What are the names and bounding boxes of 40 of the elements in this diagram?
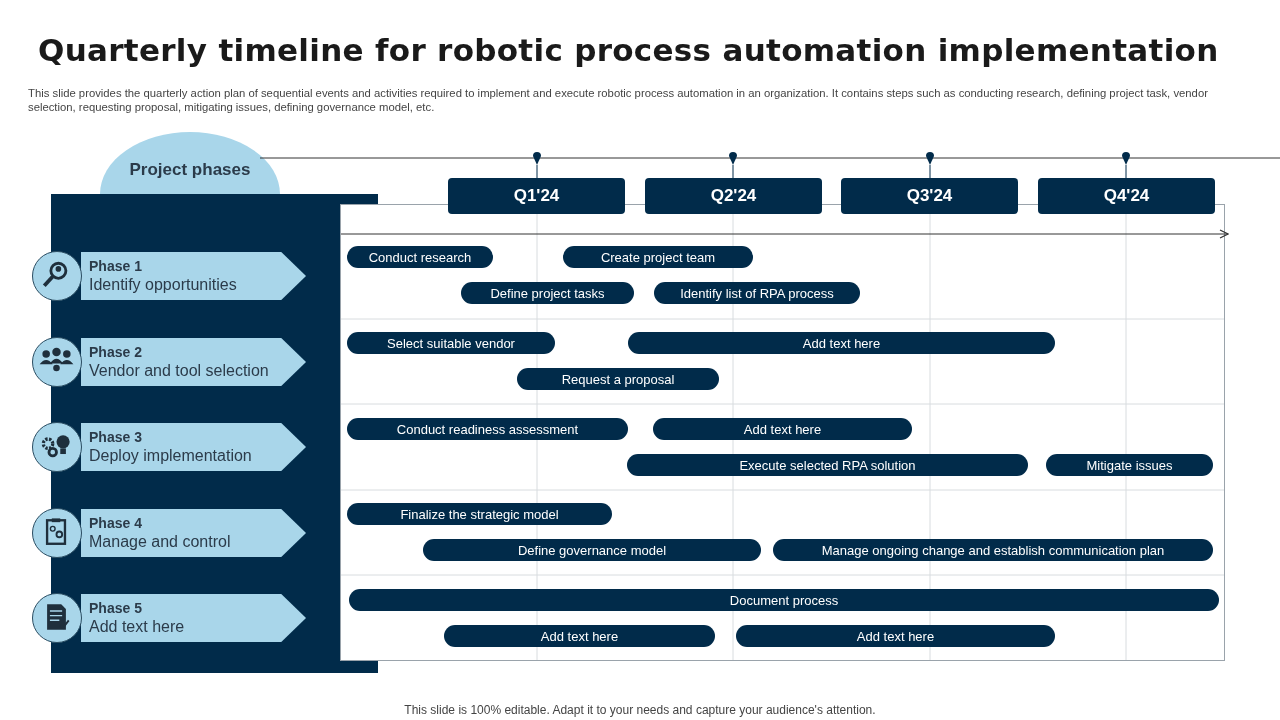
phase-name: Vendor and tool selection bbox=[89, 362, 269, 380]
header-label: Project phases bbox=[128, 160, 252, 180]
task-bar: Create project team bbox=[563, 246, 753, 268]
task-bar: Document process bbox=[349, 589, 1219, 611]
phase-banner bbox=[81, 423, 306, 471]
task-bar: Add text here bbox=[736, 625, 1055, 647]
quarter-label: Q1'24 bbox=[448, 178, 625, 214]
footer-note: This slide is 100% editable. Adapt it to your needs and capture your audience's attention. bbox=[403, 703, 877, 717]
task-bar: Identify list of RPA process bbox=[654, 282, 860, 304]
phase-number: Phase 2 bbox=[89, 344, 142, 360]
phase-name: Add text here bbox=[89, 618, 185, 636]
task-bar: Add text here bbox=[653, 418, 912, 440]
task-bar: Add text here bbox=[628, 332, 1055, 354]
title: Quarterly timeline for robotic process automation implementation bbox=[38, 32, 1219, 68]
phase-banner bbox=[81, 509, 306, 557]
task-bar: Select suitable vendor bbox=[347, 332, 555, 354]
phase-banner bbox=[81, 252, 306, 300]
phase-number: Phase 4 bbox=[89, 515, 142, 531]
quarter-label: Q3'24 bbox=[841, 178, 1018, 214]
phase-number: Phase 1 bbox=[89, 258, 142, 274]
task-bar: Request a proposal bbox=[517, 368, 719, 390]
quarter-label: Q2'24 bbox=[645, 178, 822, 214]
task-bar: Execute selected RPA solution bbox=[627, 454, 1028, 476]
phase-number: Phase 5 bbox=[89, 600, 142, 616]
phase-banner bbox=[81, 594, 306, 642]
task-bar: Conduct readiness assessment bbox=[347, 418, 628, 440]
phase-name: Identify opportunities bbox=[89, 276, 237, 294]
task-bar: Define project tasks bbox=[461, 282, 634, 304]
task-bar: Define governance model bbox=[423, 539, 761, 561]
task-bar: Manage ongoing change and establish communication plan bbox=[773, 539, 1213, 561]
phase-name: Manage and control bbox=[89, 533, 231, 551]
phase-number: Phase 3 bbox=[89, 429, 142, 445]
phase-name: Deploy implementation bbox=[89, 447, 252, 465]
quarter-label: Q4'24 bbox=[1038, 178, 1215, 214]
description-text: This slide provides the quarterly action plan of sequential events and activities required to implement and execute robotic process automation in an organization. It contains steps such as conducting research, defining project task, vendor selection, requesting proposal, mitigating issues, defining governance model, etc. bbox=[28, 86, 1209, 114]
task-bar: Finalize the strategic model bbox=[347, 503, 612, 525]
task-bar: Add text here bbox=[444, 625, 715, 647]
phase-banner bbox=[81, 338, 306, 386]
task-bar: Mitigate issues bbox=[1046, 454, 1213, 476]
task-bar: Conduct research bbox=[347, 246, 493, 268]
